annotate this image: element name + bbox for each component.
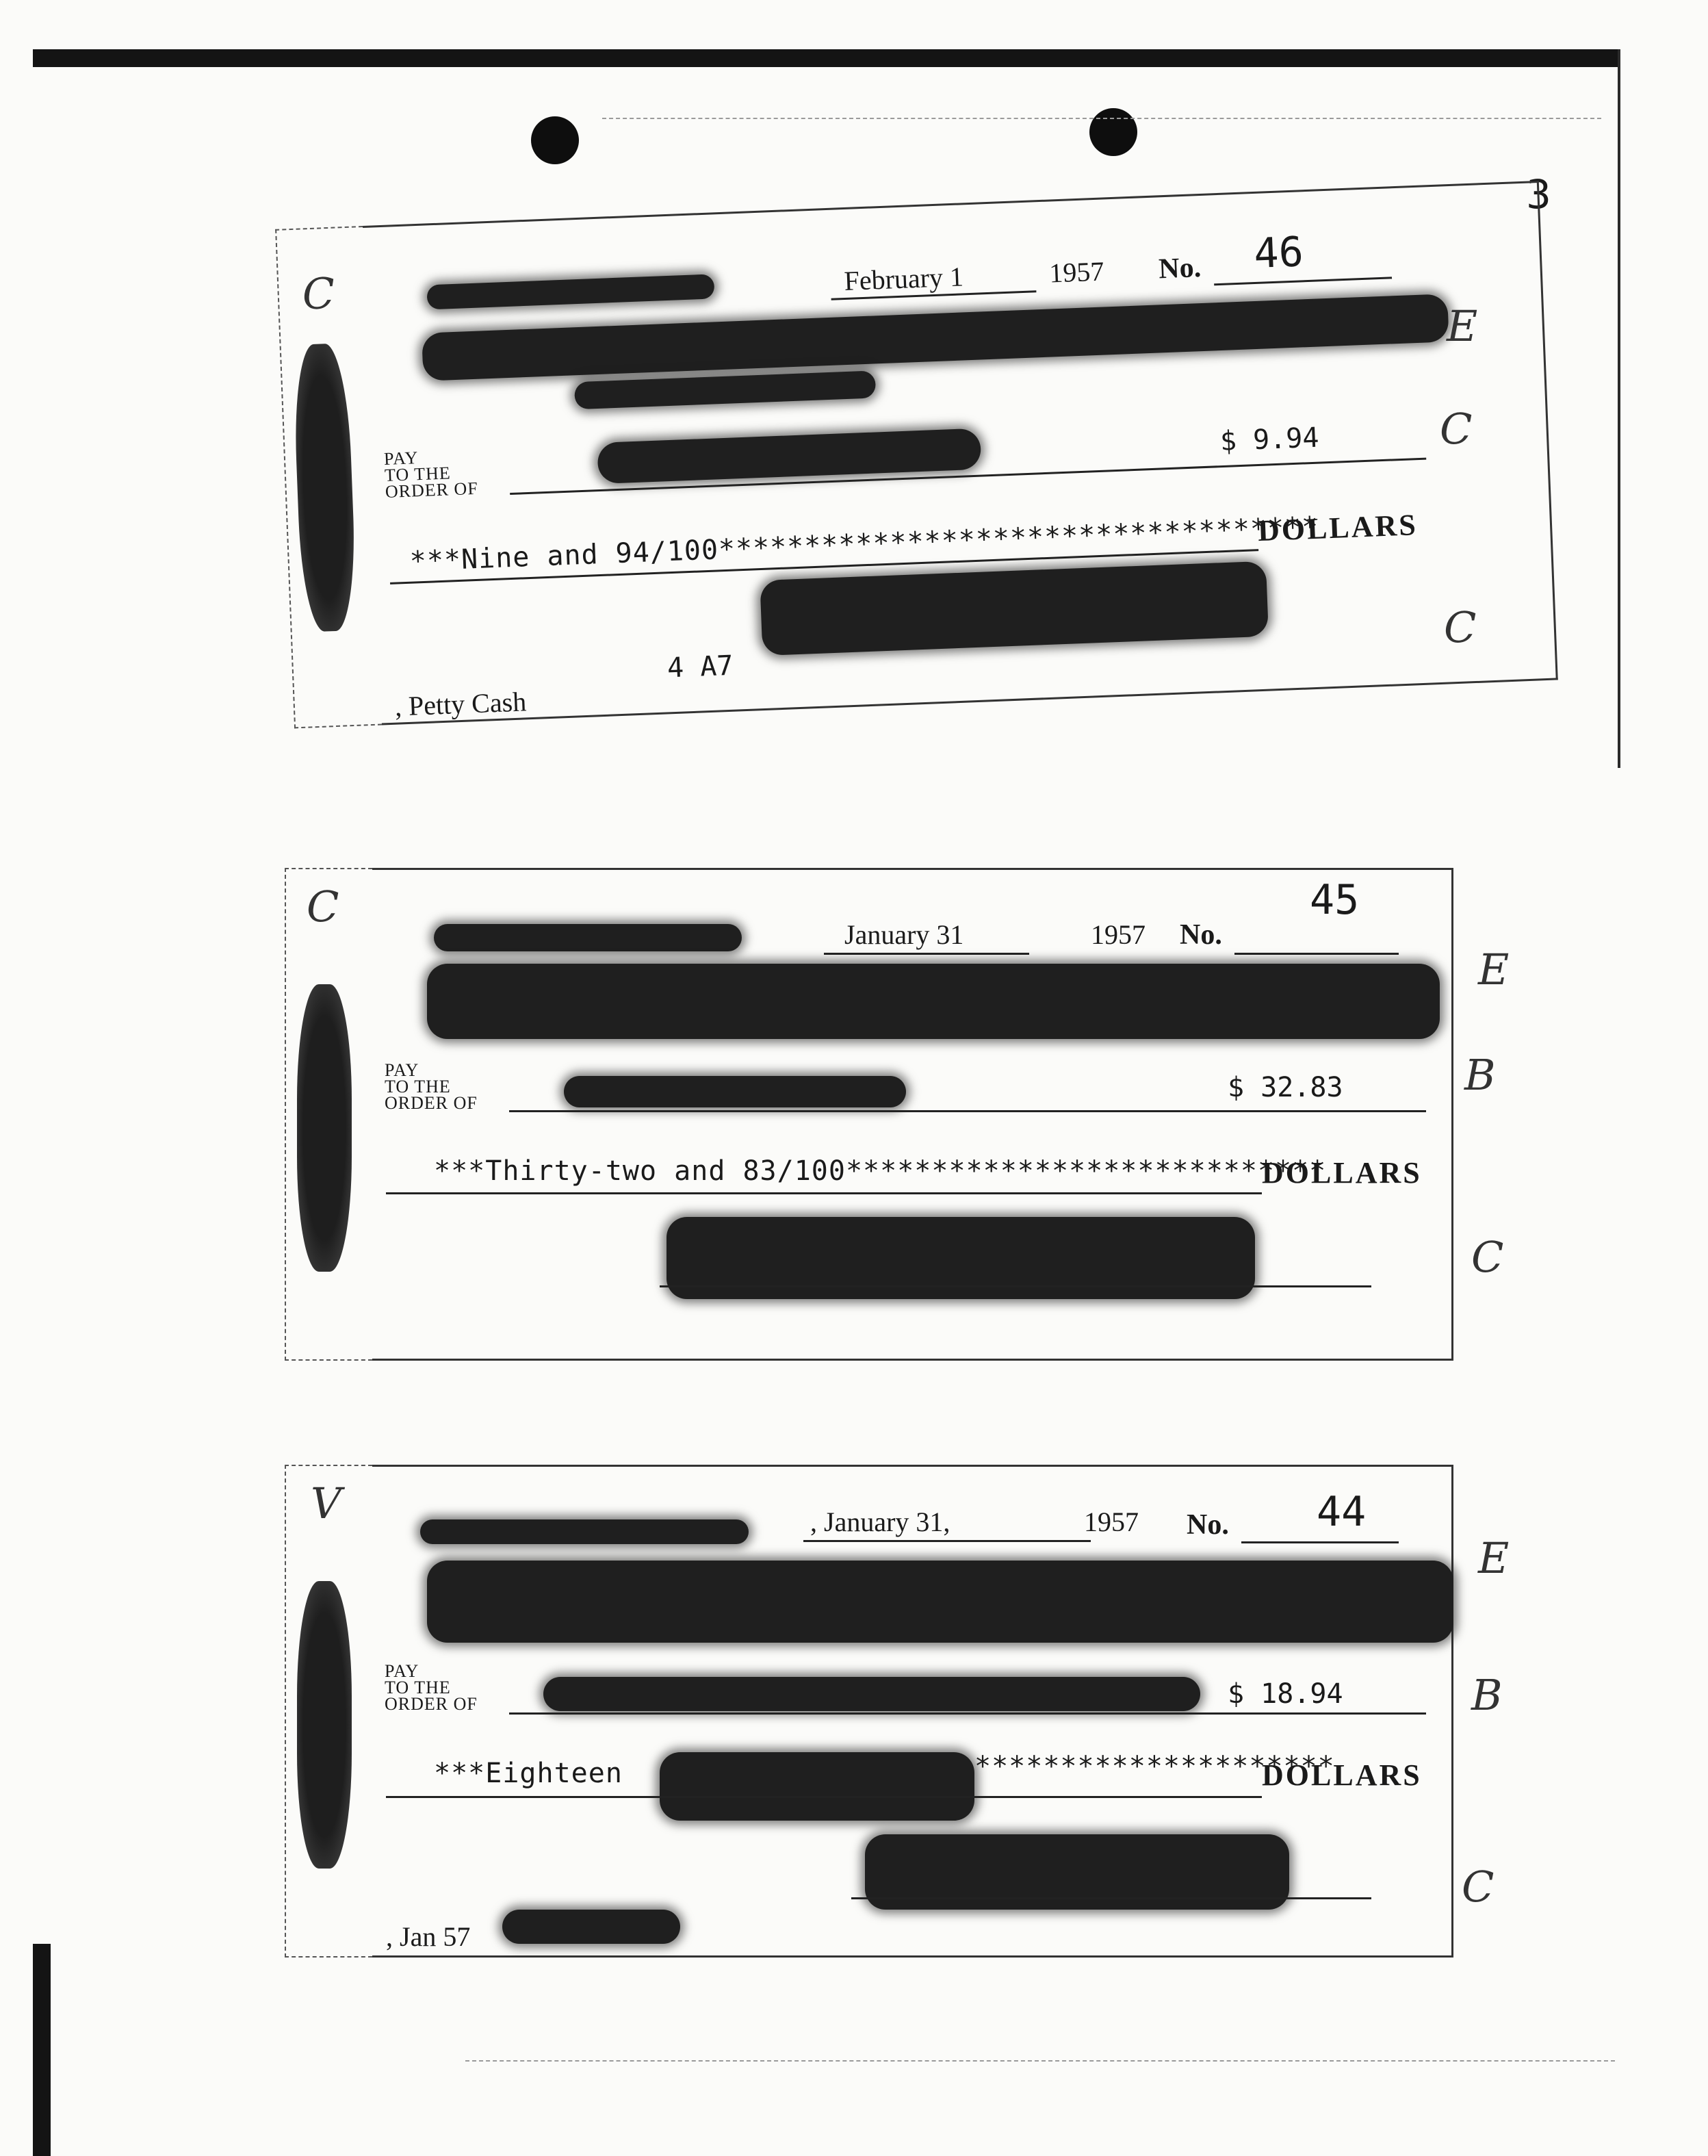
number-line bbox=[1234, 953, 1399, 955]
page-number: 3 bbox=[1526, 171, 1551, 218]
check-year: 1957 bbox=[1048, 255, 1105, 289]
redacted-bank-name bbox=[420, 1519, 749, 1544]
margin-mark: C bbox=[1440, 404, 1473, 454]
redacted-drawer-address bbox=[427, 964, 1440, 1039]
check-year: 1957 bbox=[1084, 1506, 1139, 1537]
margin-mark: E bbox=[1478, 1533, 1510, 1583]
redacted-amount-words bbox=[660, 1752, 974, 1821]
scan-border-right bbox=[1618, 49, 1620, 768]
check-stub bbox=[285, 1465, 372, 1958]
scan-artifact-line bbox=[465, 2060, 1615, 2062]
margin-mark: E bbox=[1447, 301, 1478, 351]
scan-artifact-line bbox=[602, 118, 1601, 119]
check-frame bbox=[372, 868, 1453, 1361]
date-line bbox=[803, 1540, 1091, 1542]
words-line bbox=[386, 1192, 1262, 1194]
words-line bbox=[386, 1796, 1262, 1798]
punch-hole-left bbox=[531, 116, 579, 164]
redacted-bank-name bbox=[434, 924, 742, 951]
margin-mark: C bbox=[1462, 1862, 1494, 1912]
redacted-stub bbox=[297, 984, 352, 1272]
dollars-label: DOLLARS bbox=[1262, 1758, 1422, 1792]
check-year: 1957 bbox=[1091, 919, 1146, 950]
stub-mark: C bbox=[301, 268, 336, 320]
redacted-payee bbox=[564, 1076, 906, 1107]
check-date: , January 31, bbox=[810, 1506, 950, 1537]
number-line bbox=[1241, 1541, 1399, 1543]
redacted-drawer-address bbox=[427, 1561, 1453, 1643]
check-memo: , Jan 57 bbox=[386, 1921, 471, 1952]
amount-in-words: ***Thirty-two and 83/100****************… bbox=[434, 1155, 1327, 1187]
check-number: 44 bbox=[1317, 1488, 1367, 1536]
check-amount: $ 32.83 bbox=[1228, 1072, 1343, 1103]
signature-line bbox=[851, 1897, 1371, 1899]
signature-line bbox=[660, 1285, 1371, 1287]
stub-mark: V bbox=[311, 1478, 341, 1528]
margin-mark: C bbox=[1471, 1232, 1504, 1282]
dollars-label: DOLLARS bbox=[1257, 508, 1419, 548]
check-stub bbox=[285, 868, 372, 1361]
check-number: 46 bbox=[1253, 228, 1305, 279]
redacted-signature bbox=[865, 1834, 1289, 1910]
date-line bbox=[824, 953, 1029, 955]
check-date: February 1 bbox=[843, 261, 964, 297]
amount-in-words-fill: ********************* bbox=[974, 1751, 1335, 1782]
scan-border-left bbox=[33, 1944, 51, 2156]
scan-border-top bbox=[33, 49, 1620, 67]
check-amount: $ 9.94 bbox=[1219, 422, 1320, 458]
check-number: 45 bbox=[1310, 876, 1360, 924]
check-date: January 31 bbox=[844, 919, 964, 950]
check-memo: , Petty Cash bbox=[394, 686, 527, 722]
margin-mark: B bbox=[1471, 1670, 1503, 1720]
redacted-payee bbox=[543, 1677, 1200, 1711]
redacted-stub bbox=[297, 1581, 352, 1869]
payee-line bbox=[509, 1110, 1426, 1112]
punch-hole-right bbox=[1089, 108, 1137, 156]
check-amount: $ 18.94 bbox=[1228, 1678, 1343, 1710]
amount-in-words: ***Eighteen bbox=[434, 1758, 623, 1789]
margin-mark: B bbox=[1464, 1050, 1496, 1100]
margin-mark: E bbox=[1478, 945, 1510, 994]
payee-line bbox=[509, 1712, 1426, 1715]
number-label: No. bbox=[1180, 919, 1222, 951]
dollars-label: DOLLARS bbox=[1262, 1156, 1422, 1190]
margin-mark: C bbox=[1444, 602, 1477, 652]
handwritten-note: 4 A7 bbox=[667, 650, 734, 684]
number-label: No. bbox=[1158, 252, 1202, 285]
check-frame bbox=[372, 1465, 1453, 1958]
redacted-memo bbox=[502, 1910, 680, 1944]
stub-mark: C bbox=[307, 882, 339, 932]
number-label: No. bbox=[1187, 1509, 1229, 1541]
